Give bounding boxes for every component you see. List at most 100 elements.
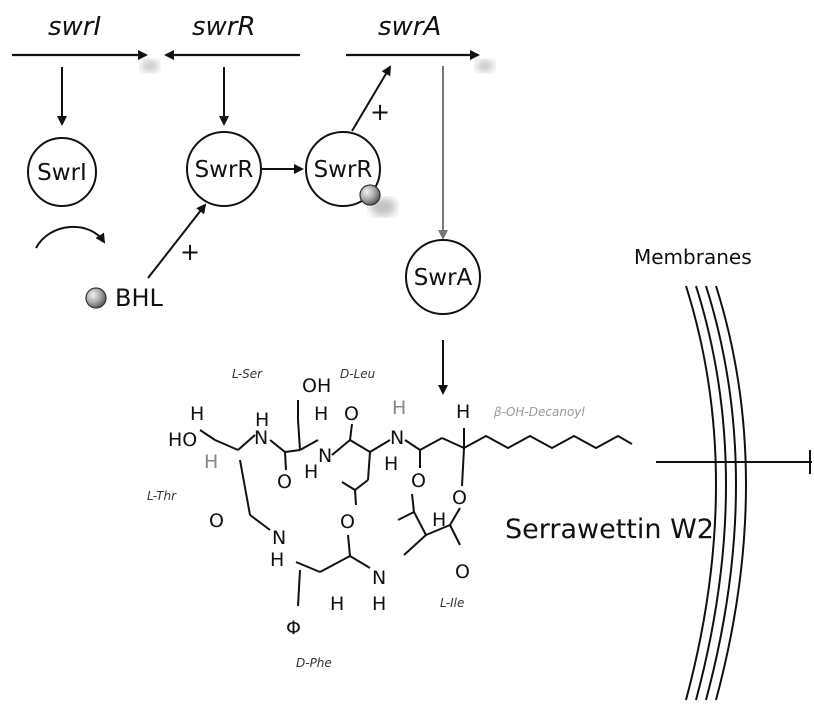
- membrane-line-3: [705, 285, 737, 701]
- membrane-line-2: [695, 285, 727, 701]
- bond: [419, 437, 443, 451]
- bond: [411, 493, 415, 513]
- fatty-acid-chain: [463, 434, 633, 450]
- bond: [319, 555, 351, 573]
- atom-o: O: [209, 510, 224, 532]
- swrA-activation-arrow: [351, 65, 392, 132]
- bond: [425, 524, 451, 536]
- swrI-gene-label: swrI: [48, 12, 101, 42]
- protein-swrR-free: SwrR: [186, 131, 262, 207]
- bond: [449, 507, 461, 526]
- residue-d-phe: D-Phe: [296, 656, 332, 670]
- atom-o: O: [340, 511, 355, 533]
- phe-phi: Φ: [286, 617, 301, 639]
- ser-oh: OH: [302, 375, 331, 397]
- bond: [347, 534, 351, 557]
- bond: [331, 439, 351, 456]
- bond: [369, 439, 391, 453]
- atom-h: H: [204, 451, 218, 473]
- bond: [349, 423, 353, 441]
- protein-swrA: SwrA: [405, 239, 481, 315]
- bond: [299, 439, 319, 451]
- membranes-label: Membranes: [634, 245, 752, 269]
- bond: [297, 569, 301, 607]
- bhl-ball-icon: [85, 287, 107, 309]
- swrA-circle: [405, 239, 481, 315]
- residue-l-ser: L-Ser: [232, 367, 263, 381]
- bond: [461, 447, 465, 487]
- bond: [354, 489, 357, 506]
- plus-bhl: +: [180, 238, 200, 266]
- gene-arrow-shadow: [141, 60, 159, 72]
- bond: [403, 534, 427, 556]
- bond: [237, 434, 256, 451]
- swrR-free-label: SwrR: [195, 157, 254, 183]
- bond: [269, 439, 286, 453]
- bhl-synthesis-arrow: [35, 226, 106, 249]
- atom-o: O: [344, 403, 359, 425]
- thr-ho: HO: [168, 429, 197, 451]
- serrawettin-w2-structure: L-Ser D-Leu β-OH-Decanoyl L-Thr D-Phe L-…: [147, 367, 633, 670]
- atom-h: H: [304, 461, 318, 483]
- membranes: [685, 285, 747, 701]
- bond: [297, 419, 301, 451]
- bond: [397, 511, 415, 521]
- bond: [404, 439, 421, 451]
- membrane-line-4: [715, 285, 747, 701]
- bond: [199, 429, 216, 441]
- atom-h: H: [270, 549, 284, 571]
- gene-arrow-shadow: [476, 60, 494, 72]
- atom-h: H: [456, 401, 470, 423]
- bond: [413, 511, 427, 536]
- bond: [284, 451, 287, 471]
- swrR-free-circle: [186, 131, 262, 207]
- atom-o: O: [452, 487, 467, 509]
- bhl-binding-arrow: [147, 203, 207, 279]
- atom-h: H: [330, 593, 344, 615]
- bond: [349, 439, 371, 453]
- bond: [284, 449, 301, 453]
- bond: [239, 459, 251, 516]
- bond: [354, 479, 369, 491]
- atom-o: O: [277, 471, 292, 493]
- residue-l-thr: L-Thr: [147, 489, 177, 503]
- bond: [295, 561, 321, 573]
- bond: [249, 514, 271, 531]
- atom-n: N: [390, 427, 404, 449]
- plus-swrA: +: [370, 98, 390, 126]
- bond: [349, 555, 371, 569]
- swrI-protein-label: SwrI: [37, 160, 87, 186]
- atom-n: N: [372, 567, 386, 589]
- swrR-bound-label: SwrR: [314, 157, 373, 183]
- atom-h: H: [392, 397, 406, 419]
- atom-h: H: [314, 403, 328, 425]
- atom-h: H: [384, 453, 398, 475]
- bond: [441, 437, 465, 449]
- bhl-label: BHL: [115, 284, 164, 312]
- atom-n: N: [318, 445, 332, 467]
- atom-n: N: [272, 527, 286, 549]
- atom-o: O: [455, 561, 470, 583]
- atom-h: H: [372, 593, 386, 615]
- bond: [341, 481, 356, 491]
- residue-l-ile: L-Ile: [440, 596, 464, 610]
- residue-acyl: β-OH-Decanoyl: [493, 405, 585, 419]
- atom-o: O: [411, 470, 426, 492]
- swrR-gene-label: swrR: [192, 12, 256, 42]
- atom-h: H: [432, 509, 446, 531]
- bond: [367, 451, 371, 481]
- atom-h: H: [190, 403, 204, 425]
- membrane-line-1: [685, 285, 717, 701]
- swrR-bound-circle: [305, 131, 381, 207]
- protein-swrR-bound: SwrR: [305, 131, 396, 216]
- bhl-bound-ball-icon: [359, 184, 381, 206]
- bond: [214, 439, 239, 451]
- bhl-signal: BHL: [85, 284, 164, 312]
- atom-h: H: [255, 409, 269, 431]
- swrI-circle: [27, 137, 97, 207]
- swrA-gene-label: swrA: [378, 12, 441, 42]
- protein-swrI: SwrI: [27, 137, 97, 207]
- gene-row: swrI swrR swrA: [12, 12, 494, 72]
